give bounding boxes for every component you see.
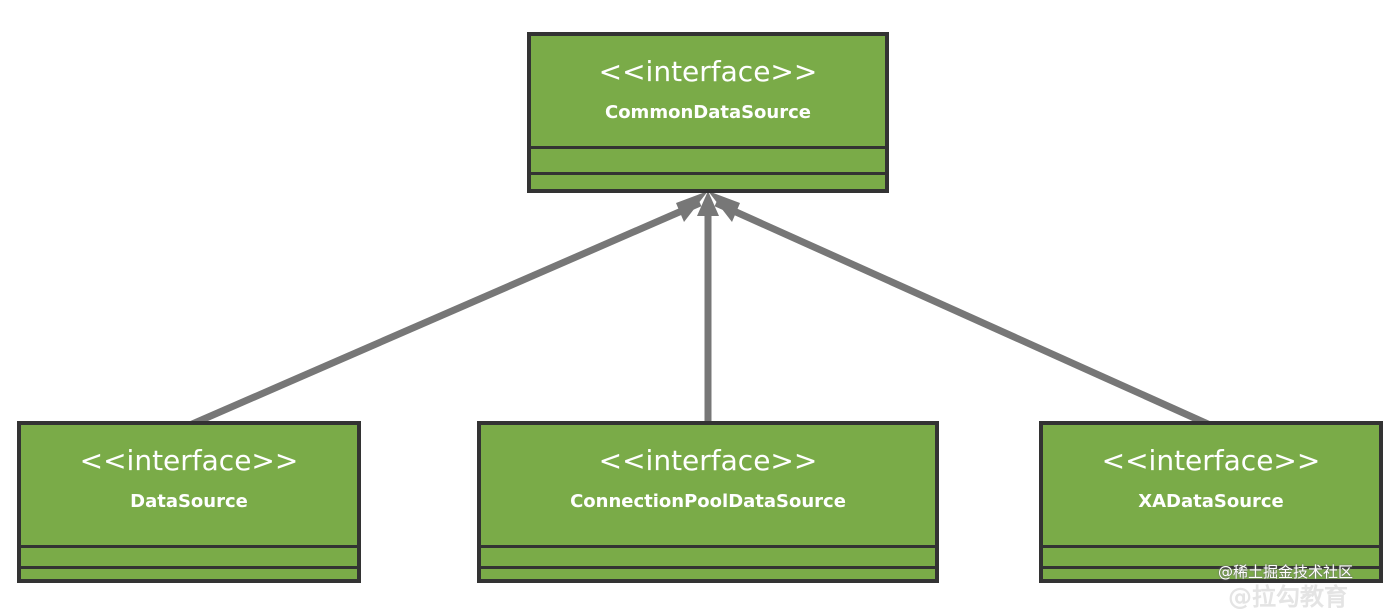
attributes-divider <box>481 545 935 548</box>
methods-divider <box>481 566 935 569</box>
class-box-datasource[interactable]: <<interface>> DataSource <box>17 421 361 583</box>
interface-name: XADataSource <box>1138 491 1284 512</box>
interface-name: ConnectionPoolDataSource <box>570 491 846 512</box>
interface-name: DataSource <box>130 491 248 512</box>
interface-name: CommonDataSource <box>604 102 811 123</box>
stereotype-label: <<interface>> <box>79 444 299 477</box>
attributes-divider <box>531 146 885 149</box>
connector-xadatasource <box>714 199 1212 429</box>
attributes-divider <box>21 545 357 548</box>
watermark-primary: @稀土掘金技术社区 <box>1218 563 1354 581</box>
stereotype-label: <<interface>> <box>598 55 818 88</box>
class-box-commondatasource[interactable]: <<interface>> CommonDataSource <box>527 32 889 193</box>
stereotype-label: <<interface>> <box>1101 444 1321 477</box>
methods-divider <box>531 172 885 175</box>
watermark-secondary: @拉勾教育 <box>1228 583 1348 611</box>
stereotype-label: <<interface>> <box>598 444 818 477</box>
class-box-xadatasource[interactable]: <<interface>> XADataSource <box>1039 421 1383 583</box>
attributes-divider <box>1043 545 1379 548</box>
arrowhead-center <box>697 191 719 216</box>
methods-divider <box>21 566 357 569</box>
arrowhead-right <box>708 191 740 222</box>
arrowhead-left <box>676 191 708 222</box>
methods-divider <box>1043 566 1379 569</box>
connector-datasource <box>188 199 702 429</box>
class-box-connectionpooldatasource[interactable]: <<interface>> ConnectionPoolDataSource <box>477 421 939 583</box>
